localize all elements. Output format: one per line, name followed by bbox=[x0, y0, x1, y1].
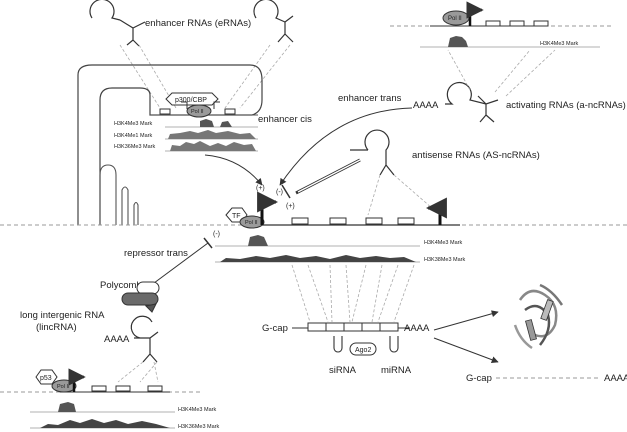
lincrna-label-line1: long intergenic RNA bbox=[20, 310, 105, 321]
central-h3k4me3-label: H3K4Me3 Mark bbox=[424, 240, 462, 246]
minus-cis: (-) bbox=[276, 189, 283, 196]
enhancer-loop bbox=[77, 64, 263, 225]
tf-label: TF bbox=[232, 213, 241, 220]
p300-label: p300/CBP bbox=[175, 97, 207, 104]
central-h3k4me3-track bbox=[215, 235, 420, 247]
enhancer-h3k4me1-label: H3K4Me1 Mark bbox=[114, 133, 152, 139]
degradation-arrow bbox=[433, 337, 499, 364]
pol2-center-label: Pol II bbox=[245, 220, 258, 226]
pol2-top-label: Pol II bbox=[448, 16, 462, 22]
ago2-label: Ago2 bbox=[355, 347, 371, 354]
gcap-label: G-cap bbox=[262, 323, 288, 334]
aaaa-activating: AAAA bbox=[413, 100, 439, 111]
translation-arrow bbox=[433, 310, 499, 331]
plus-cis: (+) bbox=[256, 185, 265, 192]
mirna-label: miRNA bbox=[381, 365, 412, 376]
enhancer-cis-label: enhancer cis bbox=[258, 114, 312, 125]
top-right-promoter: Pol II bbox=[390, 1, 612, 48]
polycomb-complex bbox=[121, 281, 160, 313]
enhancer-h3k4me3-label: H3K4Me3 Mark bbox=[114, 121, 152, 127]
sirna-hairpins bbox=[333, 336, 399, 353]
top-h3k4me3-label: H3K4Me3 Mark bbox=[540, 41, 578, 47]
antisense-rna-hairpin bbox=[350, 129, 395, 176]
central-h3k38me3-label: H3K38Me3 Mark bbox=[424, 257, 466, 263]
activating-rnas-label: activating RNAs (a-ncRNAs) bbox=[506, 100, 626, 111]
pol2-enhancer-label: Pol II bbox=[191, 109, 204, 115]
sirna-label: siRNA bbox=[329, 365, 357, 376]
protein-structure-icon bbox=[513, 283, 564, 350]
enhancer-trans-arrow bbox=[279, 107, 413, 186]
bottom-h3k36me3-label: H3K36Me3 Mark bbox=[178, 424, 220, 430]
enhancer-loop-lower bbox=[99, 164, 139, 225]
minus-repressor: (-) bbox=[213, 231, 220, 238]
antisense-bar bbox=[281, 184, 291, 199]
bottom-h3k4me3-label: H3K4Me3 Mark bbox=[178, 407, 216, 413]
polycomb-label: Polycomb bbox=[100, 280, 142, 291]
mrna-strand bbox=[292, 322, 410, 332]
pol2-enhancer-icon bbox=[186, 104, 212, 118]
lincrna-dashed-lines bbox=[117, 361, 159, 383]
p53-label: p53 bbox=[40, 375, 52, 382]
enhancer-rnas-label: enhancer RNAs (eRNAs) bbox=[145, 18, 251, 29]
gene-mrna-dashed-lines bbox=[291, 264, 415, 323]
enhancer-h3k4me3-track bbox=[165, 119, 258, 128]
enhancer-trans-label: enhancer trans bbox=[338, 93, 402, 104]
aaaa-truncated: AAAA bbox=[604, 373, 627, 384]
enhancer-h3k36me3-track bbox=[165, 141, 258, 152]
enhancer-h3k36me3-label: H3K36Me3 Mark bbox=[114, 144, 156, 150]
ago2-icon bbox=[349, 342, 377, 356]
erna-hairpin-right bbox=[253, 0, 294, 43]
central-gene: TF Pol II bbox=[0, 191, 627, 229]
lincrna-hairpin bbox=[130, 315, 159, 363]
erna-hairpin-left bbox=[89, 0, 146, 47]
aaaa-lincrna: AAAA bbox=[104, 334, 130, 345]
repressor-bar bbox=[203, 237, 213, 249]
antisense-rnas-label: antisense RNAs (AS-ncRNAs) bbox=[412, 150, 540, 161]
aaaa-mrna: AAAA bbox=[404, 323, 430, 334]
central-h3k38me3-track bbox=[215, 255, 420, 263]
bottom-left-promoter: p53 Pol II bbox=[0, 368, 200, 429]
gcap-truncated-label: G-cap bbox=[466, 373, 492, 384]
activating-rna-hairpin bbox=[445, 81, 499, 123]
p300-cbp-icon bbox=[165, 92, 219, 106]
plus-antisense: (+) bbox=[286, 203, 295, 210]
antisense-arrow-hollow bbox=[297, 159, 361, 193]
activating-dashed-lines bbox=[447, 49, 556, 97]
lincrna-label-line2: (lincRNA) bbox=[36, 322, 77, 333]
enhancer-h3k4me1-track bbox=[165, 130, 258, 140]
enhancer-cis-arrow bbox=[204, 154, 263, 186]
pol2-bottom-label: Pol II bbox=[57, 384, 70, 390]
repressor-trans-label: repressor trans bbox=[124, 248, 188, 259]
